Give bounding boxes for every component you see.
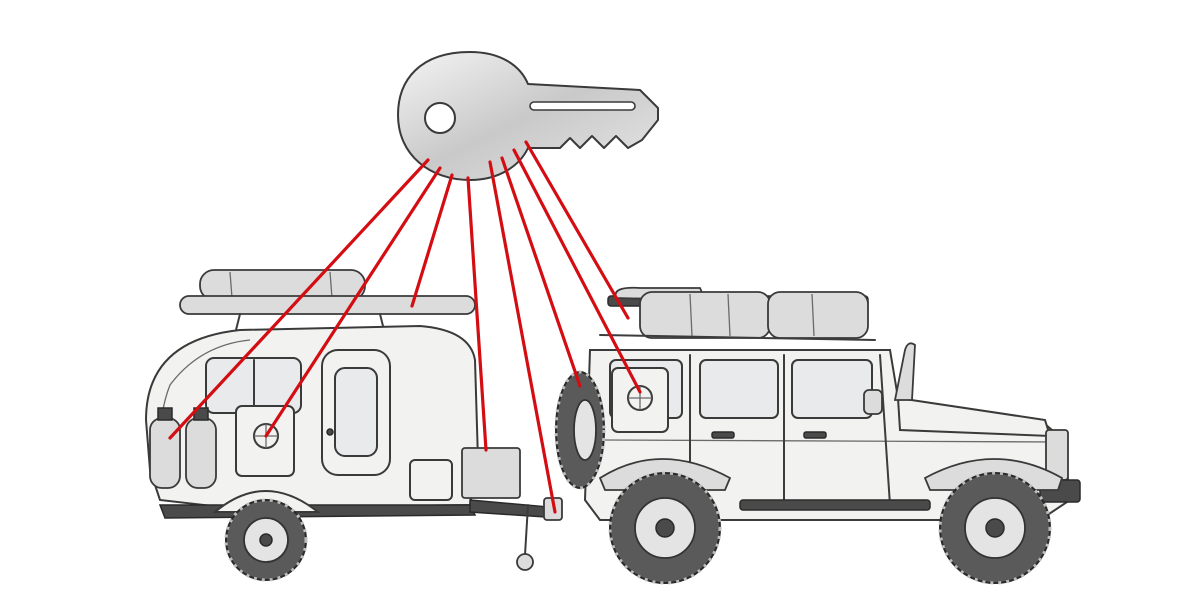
connector-line (512, 148, 642, 394)
suv-rear-side-window (699, 359, 779, 419)
suv-snorkel (893, 342, 916, 401)
connector-line (500, 156, 582, 388)
connector-line (410, 173, 454, 308)
connector-line (168, 158, 430, 440)
suv-rear-wheel (608, 471, 722, 585)
key-ring-hole (424, 102, 456, 134)
key-blade-groove (529, 101, 636, 111)
suv-mirror (863, 389, 883, 415)
suv-roof-bags (599, 286, 876, 341)
connector-line (524, 140, 630, 320)
suv-front-wheel (938, 471, 1052, 585)
trailer-hitch-tongue (469, 497, 563, 571)
key-icon (397, 51, 659, 181)
propane-tanks (149, 407, 217, 489)
connector-line (488, 160, 557, 514)
trailer-wheel (224, 498, 308, 582)
trailer-tongue-box (461, 447, 521, 499)
off-road-suv (554, 286, 1081, 585)
connector-line (466, 176, 488, 452)
connector-lines (168, 140, 642, 514)
suv-front-side-window (791, 359, 873, 419)
suv-spare-tire (554, 370, 606, 490)
teardrop-trailer (144, 269, 563, 582)
connector-line (264, 166, 442, 438)
trailer-awning-rail (179, 295, 476, 331)
trailer-water-can (235, 405, 295, 477)
suv-rear-can (611, 367, 669, 433)
trailer-storage-hatch (409, 459, 453, 501)
